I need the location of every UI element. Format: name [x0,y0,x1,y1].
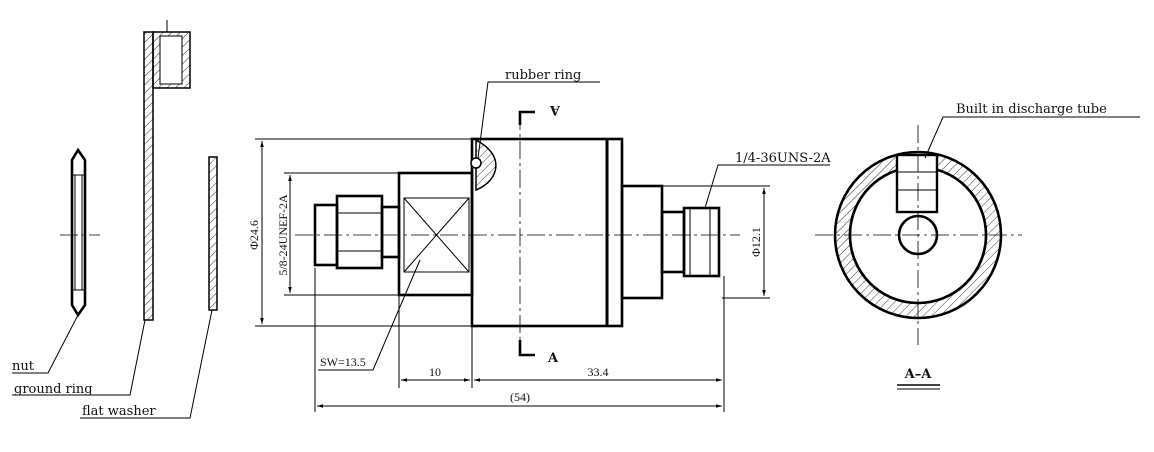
section-mark-top: A [549,102,561,117]
ground-ring-part [143,20,191,321]
diameter-right-label: Φ12.1 [749,227,763,257]
nut-label: nut [12,359,35,374]
dim-10-label: 10 [429,365,441,379]
flat-washer-part [208,156,218,311]
thread-right-label: 1/4-36UNS-2A [735,151,831,166]
thread-left-label: 5/8-24UNEF-2A [276,194,290,276]
flat-washer-label: flat washer [82,404,156,419]
discharge-tube-label: Built in discharge tube [956,102,1107,117]
nut-part [60,147,100,318]
dim-total-label: (54) [510,390,530,404]
section-view [815,125,1022,345]
section-mark-bottom: A [547,351,559,366]
diameter-body-label: Φ24.6 [247,220,261,250]
ground-ring-label: ground ring [14,382,93,397]
section-title: A–A [904,367,933,382]
rubber-ring-label: rubber ring [505,68,581,83]
wrench-size-label: SW=13.5 [320,355,366,369]
dim-33-4-label: 33.4 [588,365,609,379]
main-assembly [295,110,740,357]
